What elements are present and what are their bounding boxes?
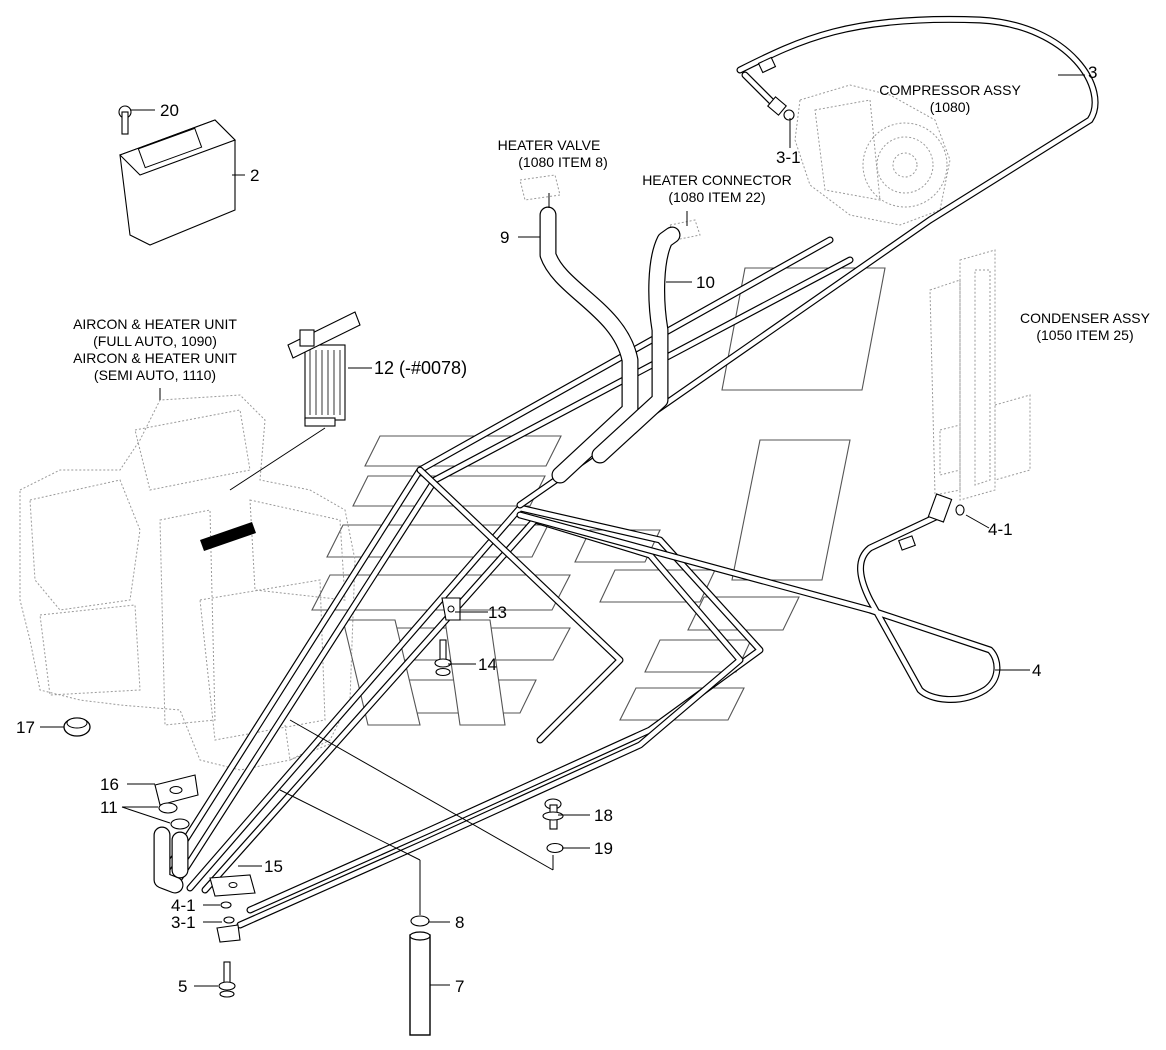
aircon-unit-outline xyxy=(19,394,356,771)
label-17: 17 xyxy=(16,718,35,737)
label-14: 14 xyxy=(478,655,497,674)
screw-20 xyxy=(118,105,132,135)
label-2: 2 xyxy=(250,166,259,185)
label-15: 15 xyxy=(264,857,283,876)
harness-12 xyxy=(287,311,361,427)
hose-9 xyxy=(539,206,639,484)
compressor-caption: COMPRESSOR ASSY xyxy=(879,82,1021,98)
pipe-7 xyxy=(409,931,431,1036)
heater-valve-caption-ref: (1080 ITEM 8) xyxy=(518,154,607,170)
aircon-semi-caption-ref: (SEMI AUTO, 1110) xyxy=(94,367,216,383)
label-4: 4 xyxy=(1032,661,1041,680)
condenser-caption-ref: (1050 ITEM 25) xyxy=(1036,327,1133,343)
condenser-outline xyxy=(929,249,1031,501)
label-19: 19 xyxy=(594,839,613,858)
heater-valve-caption: HEATER VALVE xyxy=(498,137,601,153)
label-13: 13 xyxy=(488,603,507,622)
label-20: 20 xyxy=(160,101,179,120)
control-panel-2 xyxy=(119,119,236,246)
label-18: 18 xyxy=(594,806,613,825)
label-3-1-left: 3-1 xyxy=(171,913,196,932)
label-10: 10 xyxy=(696,273,715,292)
assembly-captions: COMPRESSOR ASSY (1080) HEATER VALVE (108… xyxy=(73,82,1151,383)
watermark-logo xyxy=(311,267,886,726)
label-7: 7 xyxy=(455,977,464,996)
label-4-1-right: 4-1 xyxy=(988,520,1013,539)
heater-connector-caption-ref: (1080 ITEM 22) xyxy=(668,189,765,205)
label-8: 8 xyxy=(455,913,464,932)
leader-lines xyxy=(40,74,1085,987)
label-12: 12 (-#0078) xyxy=(374,358,467,378)
oring-4-1-right xyxy=(955,504,965,516)
label-5: 5 xyxy=(178,977,187,996)
bolt-5 xyxy=(218,961,236,998)
label-3: 3 xyxy=(1088,63,1097,82)
clamp-8 xyxy=(410,915,430,927)
label-9: 9 xyxy=(500,228,509,247)
washer-19 xyxy=(546,842,564,854)
grommet-16 xyxy=(154,774,199,806)
pipe-4 xyxy=(516,493,1001,703)
bolt-18 xyxy=(542,798,564,830)
fittings-lower xyxy=(216,901,241,943)
compressor-outline xyxy=(794,84,951,226)
condenser-caption: CONDENSER ASSY xyxy=(1020,310,1151,326)
clamps-11 xyxy=(158,802,190,830)
heater-connector-caption: HEATER CONNECTOR xyxy=(642,172,792,188)
label-11: 11 xyxy=(100,798,118,817)
pipe-3 xyxy=(516,15,1099,509)
oring-3-1-top xyxy=(783,109,795,121)
aircon-full-caption-ref: (FULL AUTO, 1090) xyxy=(93,333,217,349)
aircon-semi-caption: AIRCON & HEATER UNIT xyxy=(73,350,237,366)
lower-hoses xyxy=(153,826,189,894)
compressor-caption-ref: (1080) xyxy=(930,99,970,115)
aircon-full-caption: AIRCON & HEATER UNIT xyxy=(73,316,237,332)
part-labels: 20 2 3 3-1 9 10 12 (-#0078) 13 14 4-1 4 … xyxy=(16,63,1097,996)
plate-15 xyxy=(209,874,256,897)
label-16: 16 xyxy=(100,775,119,794)
bolt-14 xyxy=(434,639,452,677)
label-4-1-left: 4-1 xyxy=(171,896,196,915)
grommet-17 xyxy=(63,717,91,737)
hose-10 xyxy=(591,226,681,464)
bracket-13 xyxy=(441,597,461,621)
label-3-1-top: 3-1 xyxy=(776,148,801,167)
tape-strip xyxy=(200,522,256,551)
